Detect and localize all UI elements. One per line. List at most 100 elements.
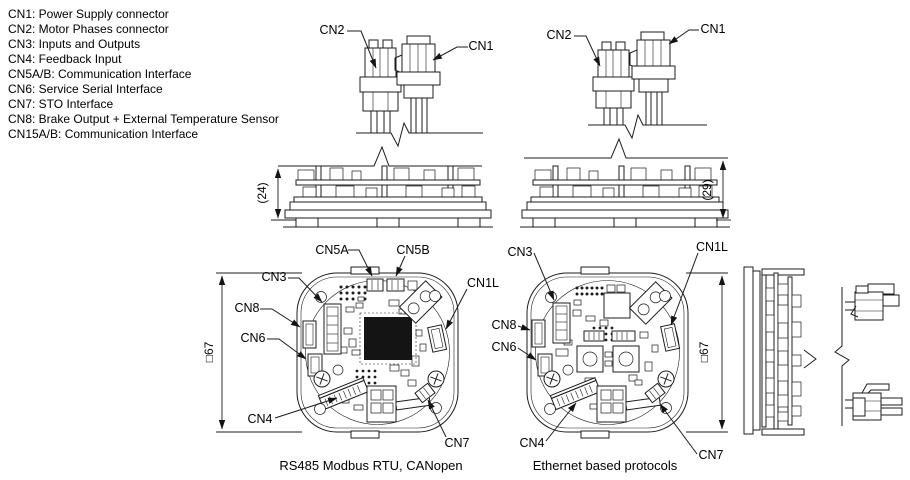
housing-tab [580, 266, 610, 275]
cn3-connector-shape [552, 302, 571, 357]
legend-item: CN15A/B: Communication Interface [8, 127, 199, 141]
corner-hole [544, 403, 556, 415]
leader-line [533, 252, 555, 301]
corner-hole [429, 290, 441, 302]
leader-line [395, 255, 406, 277]
leader-line [545, 402, 577, 442]
corner-hole [659, 290, 671, 302]
cn1-connector-drawing [394, 35, 441, 134]
phy-chip [576, 345, 604, 373]
leader-line [517, 324, 531, 331]
housing-tab [350, 430, 380, 439]
cn8-label: CN8 [491, 318, 516, 332]
cable-connector-lower [845, 383, 903, 421]
legend-item: CN1: Power Supply connector [8, 7, 169, 21]
size-dim-label: □67 [202, 341, 216, 362]
cn3-label: CN3 [507, 245, 532, 259]
legend-item: CN8: Brake Output + External Temperature… [8, 112, 279, 126]
leader-line [267, 338, 307, 360]
board-caption: Ethernet based protocols [533, 458, 678, 473]
cn1l-connector-shape [660, 323, 681, 352]
leader-line [574, 35, 601, 67]
leader-line [427, 399, 447, 438]
connector-detail-view-right: CN2 CN1 [546, 22, 726, 140]
cn1-label: CN1 [700, 22, 725, 36]
cn6-label: CN6 [491, 340, 516, 354]
leader-line [445, 288, 468, 330]
board-top-view-ethernet: □67 CN3 CN1L CN8 CN6 CN4 CN7 Ethernet ba… [491, 240, 728, 473]
cn5b-connector-shape [386, 278, 418, 292]
soc-chip [603, 292, 631, 319]
cn5a-connector-shape [366, 278, 384, 292]
cn5a-label: CN5A [315, 243, 349, 257]
cn3-connector-shape [323, 303, 342, 355]
cn5b-label: CN5B [396, 243, 429, 257]
leader-line [517, 347, 537, 361]
break-line [588, 113, 707, 140]
board-top-view-rs485: □67 CN5A CN5B CN3 CN8 CN6 CN4 CN7 CN1L R… [202, 243, 499, 473]
cn7-connector-shape [414, 382, 436, 404]
cn2-connector-drawing [359, 39, 402, 134]
cn8-connector-shape [302, 320, 317, 349]
cn8-connector-shape [531, 319, 546, 348]
cn2-label: CN2 [319, 23, 344, 37]
mating-header-shape [398, 280, 443, 324]
leader-line [347, 30, 377, 69]
height-dim-label: (24) [255, 182, 269, 203]
cn2-connector-drawing [592, 41, 635, 126]
leader-line [348, 249, 373, 277]
mounting-screw [427, 370, 445, 388]
cn7-connector-shape [644, 382, 666, 404]
cn4-label: CN4 [247, 412, 272, 426]
cn1-label: CN1 [468, 39, 493, 53]
leader-line [659, 403, 698, 455]
top-reference-line [524, 137, 728, 159]
cn8-label: CN8 [234, 301, 259, 315]
mounting-screw [313, 370, 331, 388]
cn4-label: CN4 [519, 436, 544, 450]
legend-item: CN5A/B: Communication Interface [8, 67, 192, 81]
legend-item: CN3: Inputs and Outputs [8, 37, 141, 51]
break-line [356, 121, 483, 148]
leader-line [432, 46, 468, 61]
height-dim-label: (29) [700, 179, 714, 200]
break-mark [803, 349, 817, 369]
leader-line [670, 252, 699, 326]
legend-item: CN6: Service Serial Interface [8, 82, 163, 96]
cn2-label: CN2 [546, 28, 571, 42]
flange-plate [743, 266, 754, 435]
cn1l-label: CN1L [467, 276, 499, 290]
leader-line [260, 308, 301, 328]
cn6-label: CN6 [240, 331, 265, 345]
legend-item: CN4: Feedback Input [8, 52, 122, 66]
cn1-connector-drawing [629, 31, 676, 126]
cn3-label: CN3 [261, 270, 286, 284]
connector-detail-view-left: CN2 CN1 [319, 23, 494, 148]
cn1l-label: CN1L [696, 240, 728, 254]
stack-side-view-right: (29) [524, 137, 731, 221]
assembly-side-view [743, 266, 903, 436]
cn1l-connector-shape [427, 324, 448, 353]
connector-legend: CN1: Power Supply connector CN2: Motor P… [8, 7, 279, 142]
top-reference-line [278, 145, 482, 167]
leader-line [668, 29, 699, 45]
break-line [834, 287, 850, 426]
legend-item: CN2: Motor Phases connector [8, 22, 169, 36]
leader-line [274, 397, 338, 419]
cn7-label: CN7 [698, 448, 723, 462]
housing-tab [580, 430, 610, 439]
board-caption: RS485 Modbus RTU, CANopen [279, 458, 462, 473]
legend-item: CN7: STO Interface [8, 97, 114, 111]
housing-tab [350, 266, 380, 275]
cn7-label: CN7 [444, 436, 469, 450]
cable-connector-upper [845, 283, 900, 321]
mating-header-shape [628, 281, 673, 325]
mounting-screw [657, 370, 675, 388]
stack-side-drawing [519, 165, 731, 228]
size-dim-label: □67 [697, 341, 711, 362]
phy-chip [612, 345, 640, 373]
stack-side-drawing [283, 165, 493, 228]
qfp-chip [364, 317, 412, 360]
